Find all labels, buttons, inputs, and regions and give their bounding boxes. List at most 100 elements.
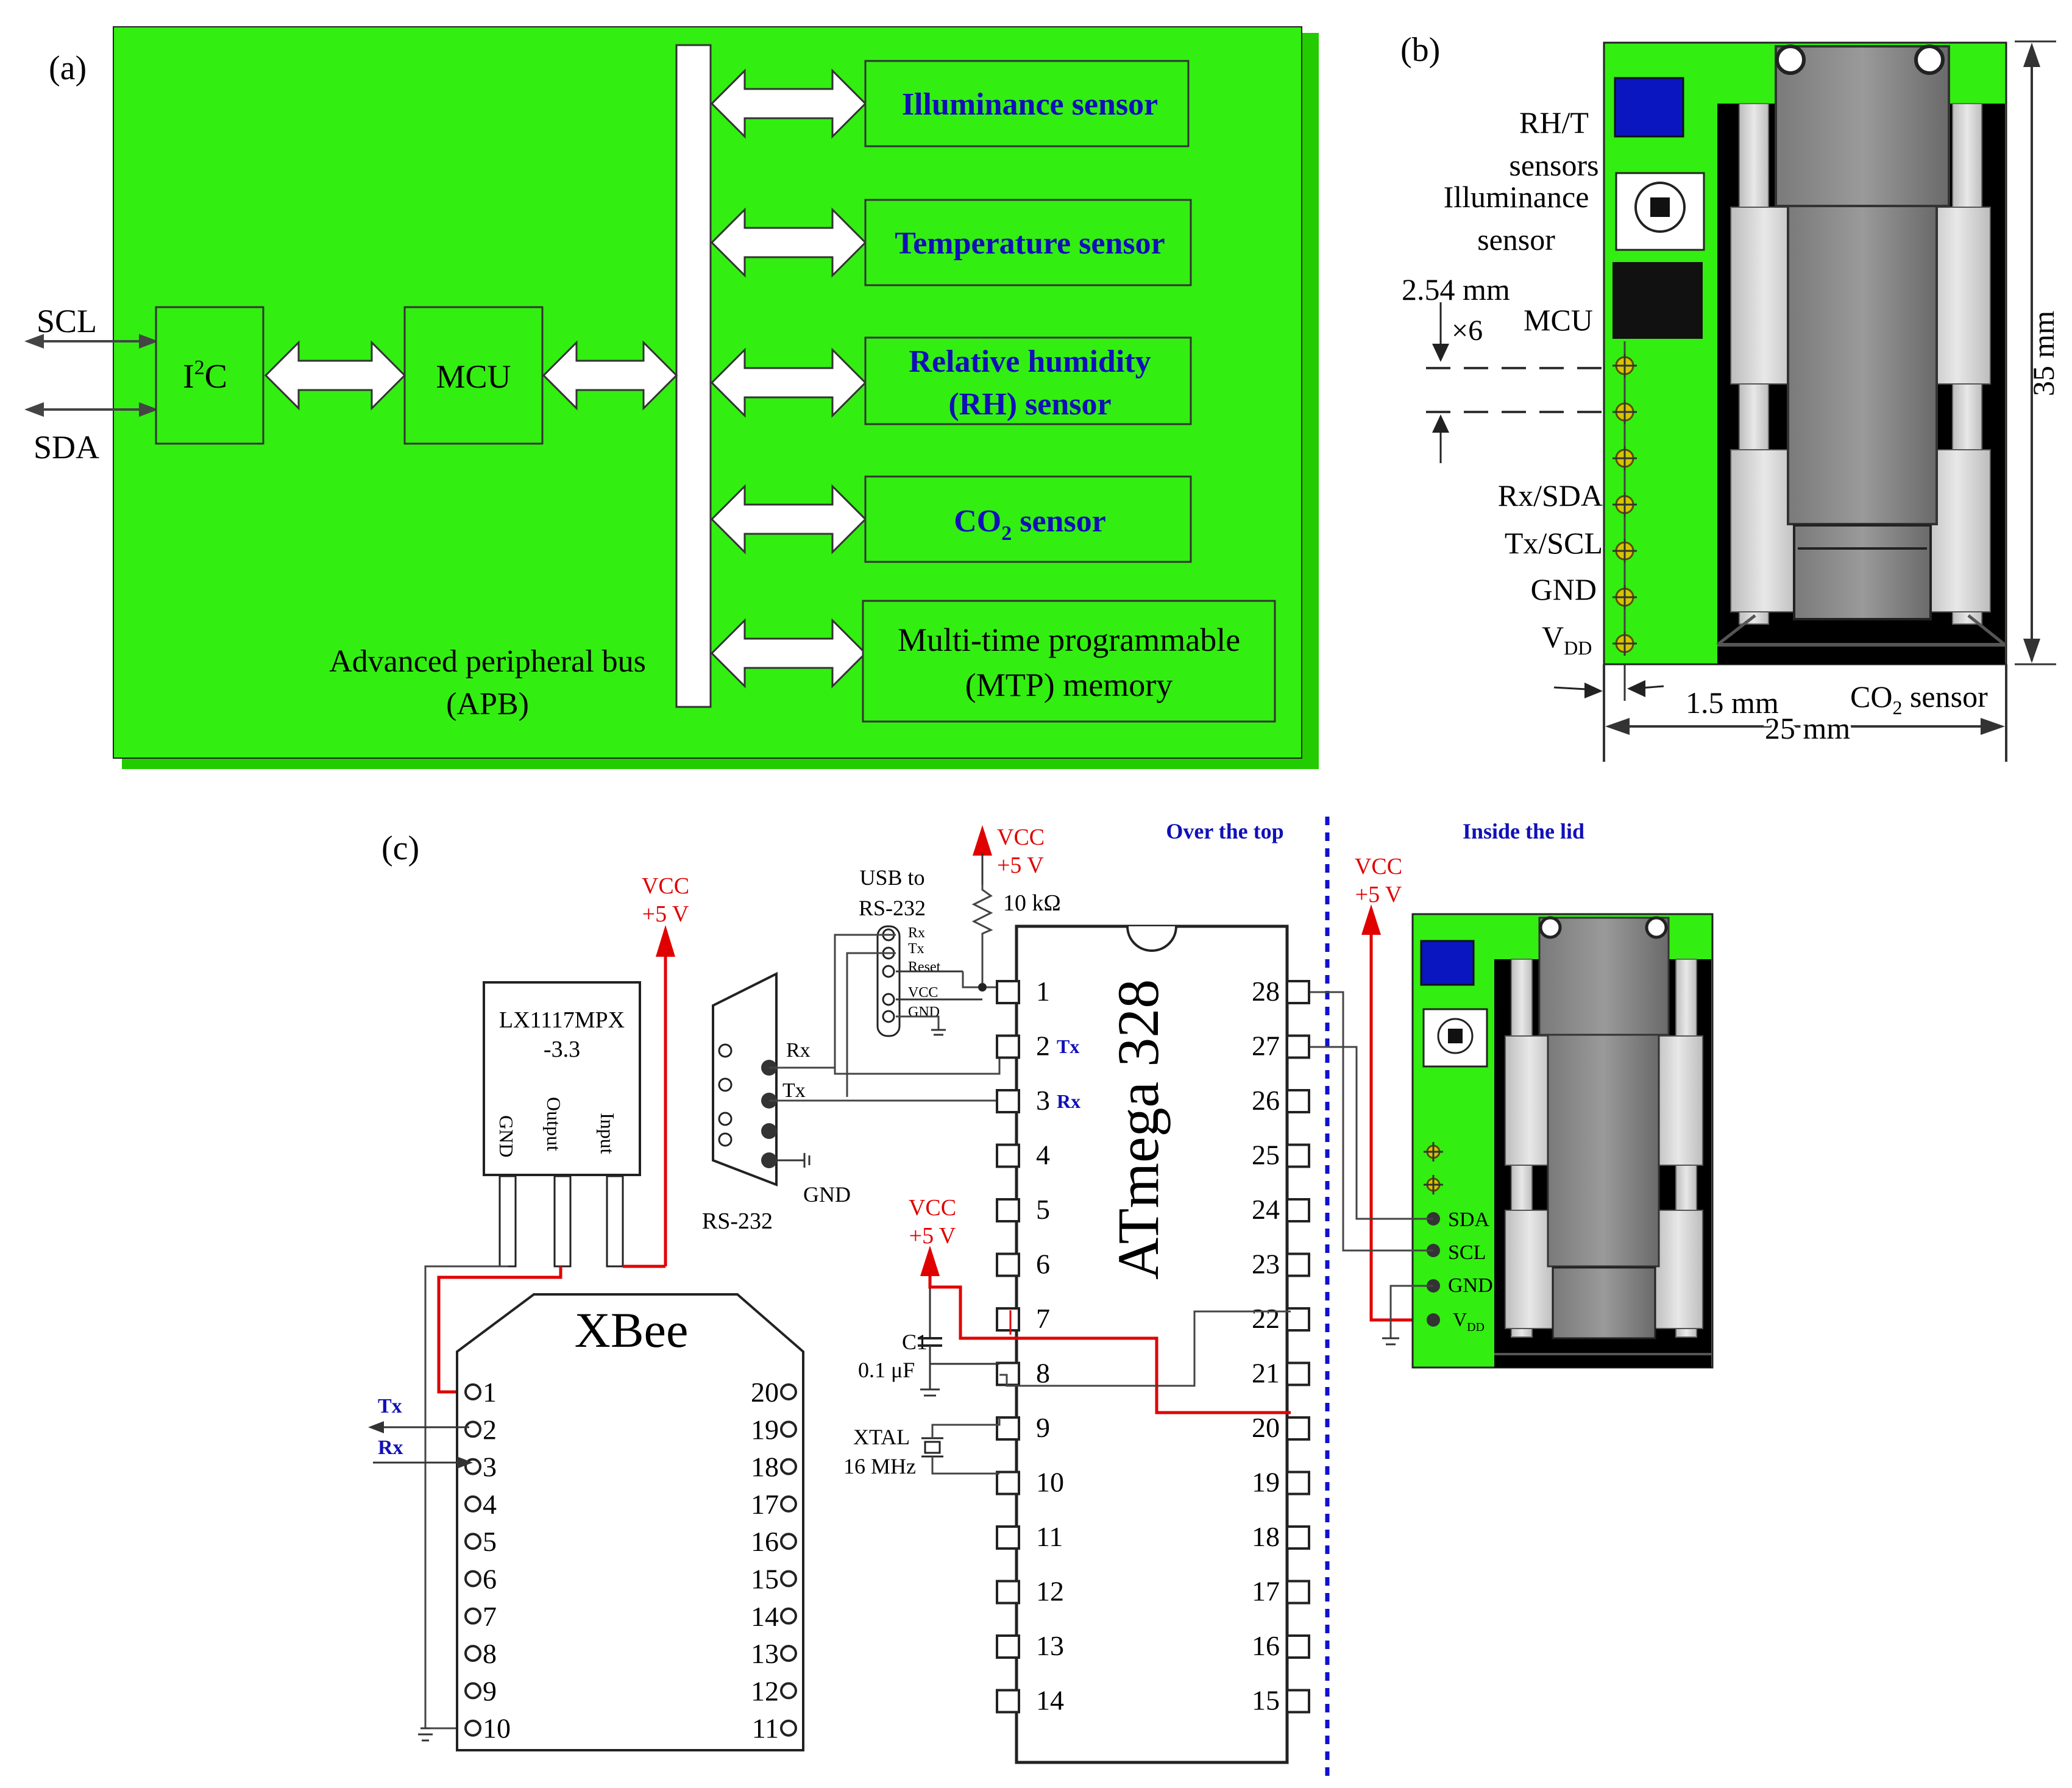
chip-pin-number: 19 xyxy=(1252,1467,1280,1498)
chip-pin-number: 26 xyxy=(1252,1085,1280,1116)
chip-pin-right: 15 xyxy=(1252,1685,1310,1716)
co2-label: CO2 sensor xyxy=(954,504,1106,545)
chip-pin-right: 21 xyxy=(1252,1358,1310,1389)
resistor-label: 10 kΩ xyxy=(1003,890,1061,916)
xbee-pin-left: 2 xyxy=(464,1414,497,1445)
bus-arrows xyxy=(264,68,867,689)
xbee-module xyxy=(456,1293,804,1751)
svg-text:VCC: VCC xyxy=(1355,854,1402,879)
chip-pin-number: 2 xyxy=(1036,1031,1050,1062)
svg-text:Tx: Tx xyxy=(908,941,924,957)
chip-pin-right: 22 xyxy=(1252,1303,1310,1334)
mtp-box xyxy=(862,600,1276,723)
svg-text:Rx: Rx xyxy=(786,1039,811,1062)
chip-pin-right: 16 xyxy=(1252,1630,1310,1661)
xtal-label-2: 16 MHz xyxy=(843,1454,916,1478)
svg-text:Rx: Rx xyxy=(908,925,925,941)
header-pin xyxy=(1613,400,1637,424)
svg-text:VCC: VCC xyxy=(642,873,689,899)
crystal xyxy=(924,1441,941,1454)
xbee-pin-left: 5 xyxy=(464,1526,497,1557)
chip-pin-right: 20 xyxy=(1252,1412,1310,1443)
rs232-label: RS-232 xyxy=(702,1208,773,1234)
xbee-pin-right: 20 xyxy=(751,1377,797,1408)
chip-pin-right: 27 xyxy=(1252,1031,1310,1062)
chip-pin-number: 17 xyxy=(1252,1576,1280,1607)
xbee-pin-right: 18 xyxy=(751,1452,797,1483)
xbee-rx-label: Rx xyxy=(378,1436,403,1459)
header-pin xyxy=(1613,446,1637,470)
resistor-10k xyxy=(971,885,993,987)
svg-text:+5 V: +5 V xyxy=(642,901,689,927)
xbee-pin-number: 16 xyxy=(751,1526,779,1557)
lid-header-pin xyxy=(1424,1175,1443,1194)
header-pin xyxy=(1613,585,1637,609)
chip-pin-right: 17 xyxy=(1252,1576,1310,1607)
height-label: 35 mm xyxy=(2026,311,2060,396)
header-pin xyxy=(1613,492,1637,517)
chip-pin-right: 24 xyxy=(1252,1194,1310,1225)
over-top-label: Over the top xyxy=(1166,819,1283,843)
xbee-pin-number: 10 xyxy=(483,1713,511,1744)
lid-pin-vdd: VDD xyxy=(1453,1308,1485,1334)
vcc-regulator: VCC +5 V xyxy=(642,873,689,1266)
xbee-pin-number: 6 xyxy=(483,1564,497,1595)
xbee-label: XBee xyxy=(575,1302,689,1358)
xtal-label-1: XTAL xyxy=(853,1425,910,1449)
panel-a-label: (a) xyxy=(49,49,87,87)
panel-c: (c) Over the top Inside the lid VCC +5 V… xyxy=(368,817,1714,1779)
svg-text:+5 V: +5 V xyxy=(1355,882,1402,907)
xbee-pin-right: 19 xyxy=(751,1414,797,1445)
illum-label-2: sensor xyxy=(1477,222,1555,257)
chip-pin-number: 8 xyxy=(1036,1358,1050,1389)
chip-pin-number: 9 xyxy=(1036,1412,1050,1443)
chip-pin-number: 14 xyxy=(1036,1685,1064,1716)
svg-text:+5 V: +5 V xyxy=(997,853,1044,878)
mtp-label-1: Multi-time programmable xyxy=(898,622,1240,658)
xbee-pin-right: 13 xyxy=(751,1638,797,1669)
chip-pin-number: 11 xyxy=(1036,1521,1063,1552)
xbee-pin-number: 15 xyxy=(751,1564,779,1595)
chip-pin-left: 11 xyxy=(996,1521,1063,1552)
chip-pin-number: 1 xyxy=(1036,976,1050,1007)
chip-pin-right: 18 xyxy=(1252,1521,1310,1552)
chip-pin-right: 28 xyxy=(1252,976,1310,1007)
xbee-pin-number: 3 xyxy=(483,1452,497,1483)
regulator-label-1: LX1117MPX xyxy=(499,1007,625,1033)
header-pin xyxy=(1613,631,1637,656)
chip-pin-right: 26 xyxy=(1252,1085,1310,1116)
vcc-chip: VCC +5 V xyxy=(909,1195,956,1276)
chip-pin-number: 22 xyxy=(1252,1303,1280,1334)
svg-text:GND: GND xyxy=(803,1182,851,1207)
illuminance-label: Illuminance sensor xyxy=(902,87,1158,122)
illuminance-box xyxy=(864,60,1190,147)
svg-text:VCC: VCC xyxy=(909,1195,956,1221)
xbee-pin-number: 20 xyxy=(751,1377,779,1408)
chip-pin-number: 3 xyxy=(1036,1085,1050,1116)
co2-box xyxy=(864,475,1192,563)
chip-pin-number: 4 xyxy=(1036,1140,1050,1171)
chip-pin-left: 12 xyxy=(996,1576,1064,1607)
sda-label: SDA xyxy=(34,429,99,466)
chip-pin-number: 28 xyxy=(1252,976,1280,1007)
mcu-chip xyxy=(1613,262,1703,339)
apb-label-2: (APB) xyxy=(446,687,529,722)
usb-pin xyxy=(882,1010,895,1023)
xbee-pin-left: 1 xyxy=(464,1377,497,1408)
xbee-pin-left: 9 xyxy=(464,1675,497,1706)
co2-pcb-label: CO2 sensor xyxy=(1850,679,1988,718)
xbee-pin-number: 1 xyxy=(483,1377,497,1408)
chip-pin-number: 12 xyxy=(1036,1576,1064,1607)
usb-label-1: USB to xyxy=(859,865,924,890)
rh-label-1: Relative humidity xyxy=(909,344,1151,379)
chip-pin-left: 13 xyxy=(996,1630,1064,1661)
chip-pin-number: 10 xyxy=(1036,1467,1064,1498)
rs232-connector xyxy=(712,971,778,1187)
pin-label-txscl: Tx/SCL xyxy=(1505,526,1603,560)
usb-pin xyxy=(882,993,895,1006)
xbee-pin-left: 6 xyxy=(464,1564,497,1595)
reg-pin-gnd: GND xyxy=(495,1115,517,1157)
xbee-pin-number: 4 xyxy=(483,1489,497,1520)
xbee-tx-label: Tx xyxy=(378,1395,402,1417)
